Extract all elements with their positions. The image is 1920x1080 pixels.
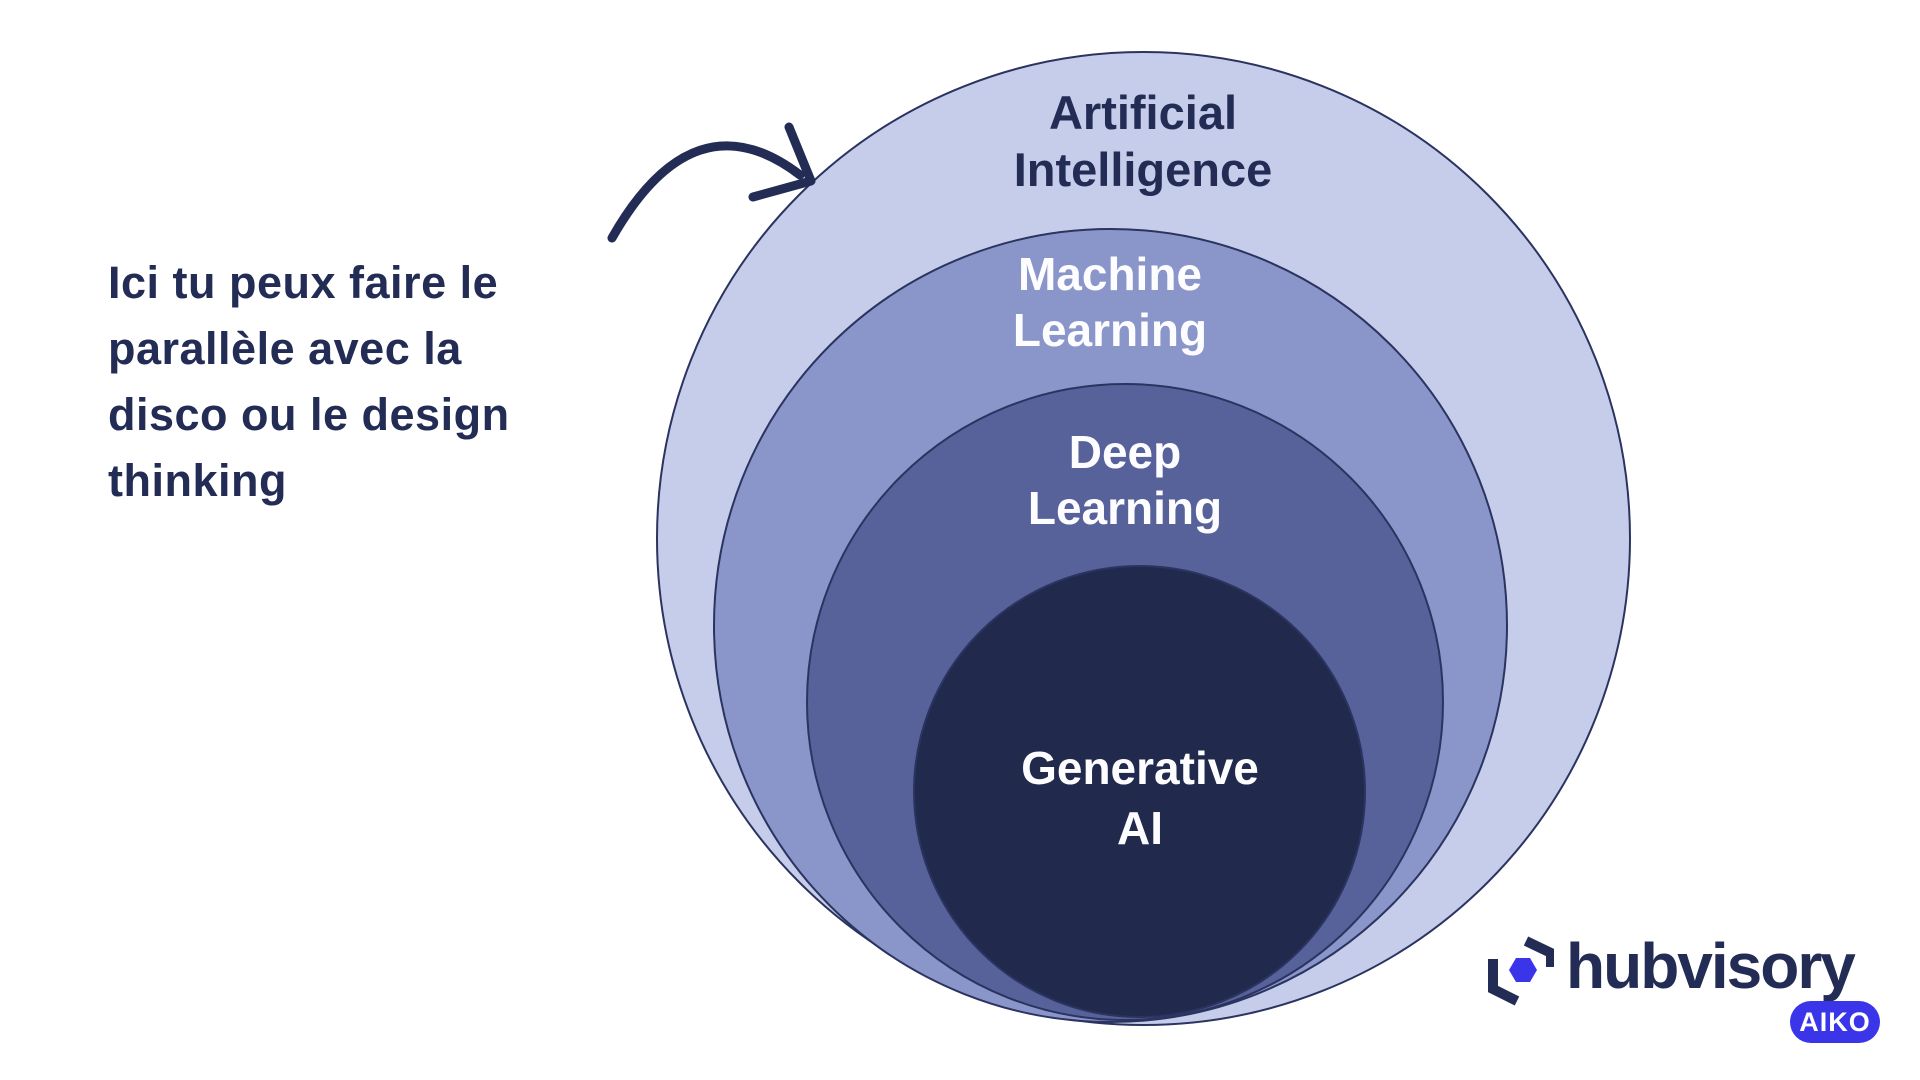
label-line: Learning xyxy=(1027,482,1223,534)
hubvisory-mark-icon xyxy=(1488,936,1554,1006)
curved-arrow-icon xyxy=(607,122,816,243)
annotation-line: disco ou le design xyxy=(108,389,510,440)
label-artificial-intelligence: Artificial Intelligence xyxy=(843,84,1443,198)
label-deep-learning: Deep Learning xyxy=(825,424,1425,536)
label-line: Machine xyxy=(1017,248,1203,300)
hexagon-icon xyxy=(1509,958,1537,982)
annotation-line: parallèle avec la xyxy=(108,323,462,374)
aiko-badge: AIKO xyxy=(1790,1001,1880,1043)
hubvisory-wordmark: hubvisory xyxy=(1566,930,1856,1002)
label-machine-learning: Machine Learning xyxy=(810,246,1410,358)
label-line: Intelligence xyxy=(1013,143,1273,196)
label-line: Deep xyxy=(1068,426,1182,478)
label-line: AI xyxy=(1117,802,1163,854)
annotation-line: thinking xyxy=(108,455,287,506)
label-line: Generative xyxy=(1021,742,1259,794)
circle-generative-ai xyxy=(913,565,1366,1018)
label-generative-ai: Generative AI xyxy=(840,738,1440,858)
annotation-text: Ici tu peux faire le parallèle avec la d… xyxy=(108,250,688,514)
label-line: Artificial xyxy=(1048,86,1238,139)
label-line: Learning xyxy=(1012,304,1208,356)
annotation-line: Ici tu peux faire le xyxy=(108,257,499,308)
